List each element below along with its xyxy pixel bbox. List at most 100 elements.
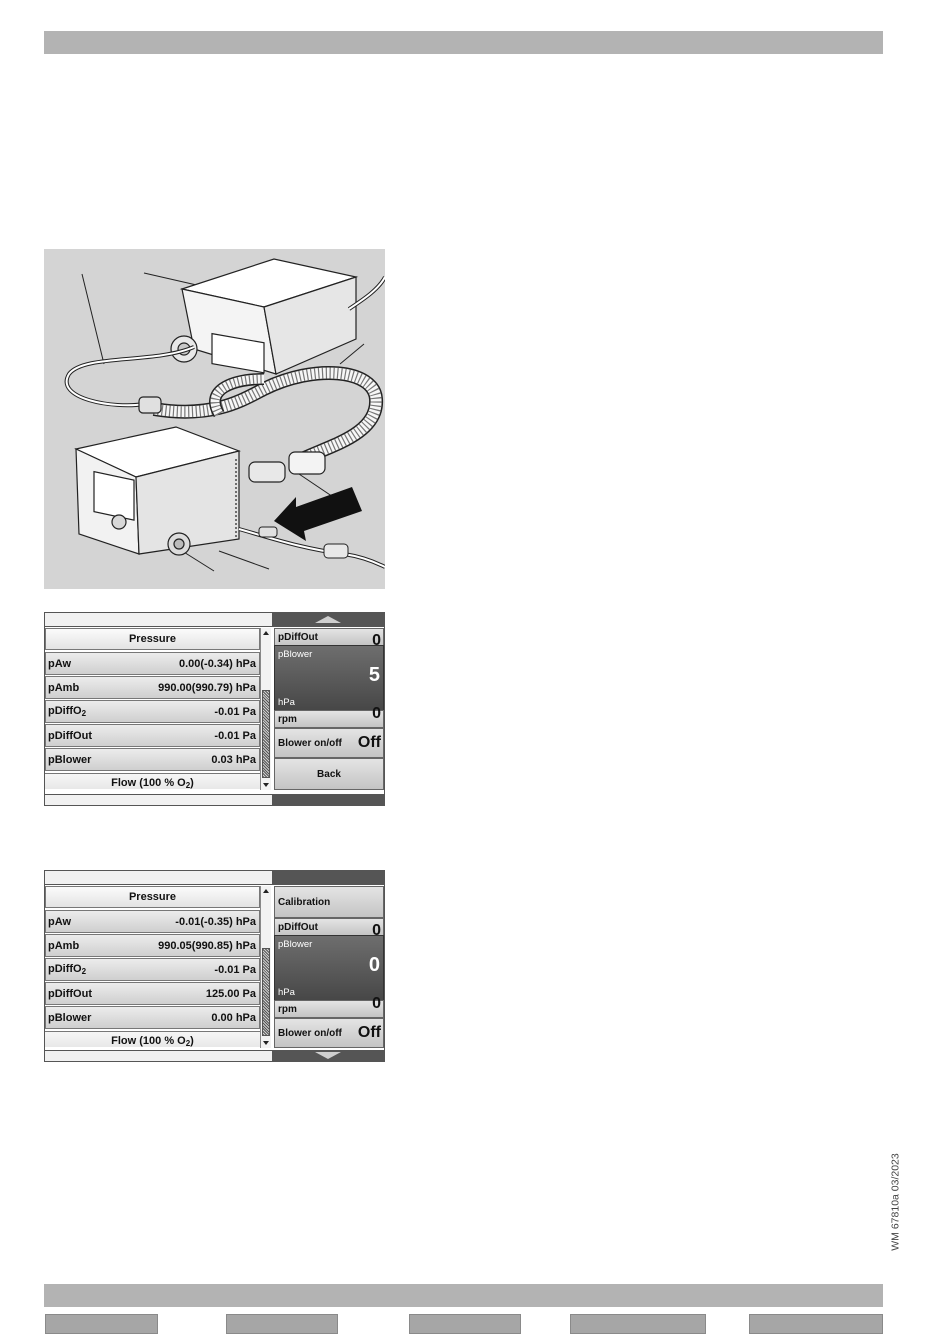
row-label: pDiffOut — [48, 987, 92, 1000]
table-row: pBlower 0.03 hPa — [45, 748, 260, 771]
menu-item-label: Calibration — [278, 897, 331, 908]
row-value: 990.05(990.85) hPa — [158, 939, 256, 952]
connector-drawing — [138, 396, 326, 483]
ventilator-device-drawing — [74, 426, 241, 556]
callout-line — [218, 550, 270, 570]
scrollbar[interactable] — [260, 886, 271, 1048]
row-value: 0.00(-0.34) hPa — [178, 657, 256, 670]
popup-value: 0 — [368, 954, 380, 976]
menu-item-value: 0 — [372, 922, 381, 939]
scroll-down-arrow-icon[interactable] — [263, 1041, 269, 1045]
row-value: 0.00 hPa — [211, 1011, 256, 1024]
calibration-device-drawing — [170, 258, 359, 375]
device-setup-illustration — [44, 249, 385, 589]
callout-line — [339, 343, 365, 365]
pblower-value-popup[interactable]: pBlower 0 hPa — [274, 935, 384, 1001]
scrollbar-thumb[interactable] — [262, 948, 270, 1036]
menu-item-label: Blower on/off — [278, 1028, 342, 1039]
calibration-button[interactable]: Calibration — [274, 886, 384, 918]
menu-item-label: Blower on/off — [278, 738, 342, 749]
row-value: -0.01 Pa — [214, 963, 256, 976]
menu-item-label: pDiffOut — [278, 922, 318, 933]
menu-item-label: pDiffOut — [278, 632, 318, 643]
row-label: pBlower — [48, 1011, 92, 1024]
table-row: pBlower 0.00 hPa — [45, 1006, 260, 1029]
menu-item-rpm[interactable]: rpm 0 — [274, 995, 384, 1018]
footer-tab-3 — [409, 1314, 521, 1334]
chevron-up-icon — [315, 616, 341, 623]
back-button-label: Back — [317, 768, 341, 780]
table-row: pAmb 990.00(990.79) hPa — [45, 676, 260, 699]
scroll-up-arrow-icon[interactable] — [263, 631, 269, 635]
table-row: pDiffOut 125.00 Pa — [45, 982, 260, 1005]
scroll-down-button[interactable] — [272, 1050, 384, 1061]
popup-label: pBlower — [278, 939, 313, 950]
footer-tab-5 — [749, 1314, 883, 1334]
scrollbar-thumb[interactable] — [262, 690, 270, 778]
menu-item-rpm[interactable]: rpm 0 — [274, 705, 384, 728]
table-row: pDiffO2 -0.01 Pa — [45, 700, 260, 723]
screen-right-header — [272, 871, 384, 885]
popup-unit: hPa — [278, 987, 295, 998]
row-value: -0.01(-0.35) hPa — [175, 915, 256, 928]
settings-screen-2: Pressure pAw -0.01(-0.35) hPa pAmb 990.0… — [44, 870, 385, 1062]
row-label: pAmb — [48, 681, 80, 694]
footer-tab-1 — [45, 1314, 158, 1334]
row-label: pAmb — [48, 939, 80, 952]
menu-item-value: Off — [357, 734, 381, 751]
menu-item-pdiffout[interactable]: pDiffOut 0 — [274, 628, 384, 649]
scroll-down-arrow-icon[interactable] — [263, 783, 269, 787]
menu-item-value: 0 — [372, 705, 381, 722]
scrollbar[interactable] — [260, 628, 271, 790]
row-value: 0.03 hPa — [211, 753, 256, 766]
footer-tab-4 — [570, 1314, 706, 1334]
scroll-up-arrow-icon[interactable] — [263, 889, 269, 893]
document-code: WM 67810a 03/2023 — [890, 1153, 903, 1251]
row-value: 990.00(990.79) hPa — [158, 681, 256, 694]
popup-label: pBlower — [278, 649, 313, 660]
footer-tab-2 — [226, 1314, 338, 1334]
header-bar — [44, 31, 883, 54]
callout-line — [81, 273, 105, 365]
blower-toggle-button[interactable]: Blower on/off Off — [274, 1018, 384, 1048]
table-row: pDiffOut -0.01 Pa — [45, 724, 260, 747]
menu-item-value: Off — [357, 1024, 381, 1041]
row-value: 125.00 Pa — [205, 987, 256, 1000]
pblower-value-popup[interactable]: pBlower 5 hPa — [274, 645, 384, 711]
chevron-down-icon — [315, 1052, 341, 1059]
table-row: pAw 0.00(-0.34) hPa — [45, 652, 260, 675]
row-label: pBlower — [48, 753, 92, 766]
row-label: pDiffOut — [48, 729, 92, 742]
row-value: -0.01 Pa — [214, 729, 256, 742]
menu-item-label: rpm — [278, 714, 297, 725]
table-row: pAmb 990.05(990.85) hPa — [45, 934, 260, 957]
back-button[interactable]: Back — [274, 758, 384, 790]
screen-left-footer — [45, 794, 272, 805]
row-label: pDiffO2 — [48, 963, 87, 976]
row-label: pDiffO2 — [48, 705, 87, 718]
popup-unit: hPa — [278, 697, 295, 708]
menu-item-label: rpm — [278, 1004, 297, 1015]
scroll-up-button[interactable] — [272, 613, 384, 627]
screen-left-header — [45, 613, 272, 627]
settings-screen-1: Pressure pAw 0.00(-0.34) hPa pAmb 990.00… — [44, 612, 385, 806]
menu-item-pdiffout[interactable]: pDiffOut 0 — [274, 918, 384, 939]
row-value: -0.01 Pa — [214, 705, 256, 718]
table-row: pAw -0.01(-0.35) hPa — [45, 910, 260, 933]
screen-left-header — [45, 871, 272, 885]
direction-arrow — [274, 487, 362, 541]
screen-right-footer — [272, 794, 384, 805]
popup-value: 5 — [368, 664, 380, 686]
row-label: pAw — [48, 657, 72, 670]
section-header-pressure: Pressure — [45, 628, 260, 650]
section-header-pressure: Pressure — [45, 886, 260, 908]
table-row: pDiffO2 -0.01 Pa — [45, 958, 260, 981]
section-header-flow: Flow (100 % O2) — [45, 1031, 260, 1048]
breathing-hose-drawing — [152, 366, 383, 470]
menu-item-value: 0 — [372, 632, 381, 649]
row-label: pAw — [48, 915, 72, 928]
menu-item-value: 0 — [372, 995, 381, 1012]
screen-left-footer — [45, 1050, 272, 1061]
blower-toggle-button[interactable]: Blower on/off Off — [274, 728, 384, 758]
section-header-flow: Flow (100 % O2) — [45, 773, 260, 790]
